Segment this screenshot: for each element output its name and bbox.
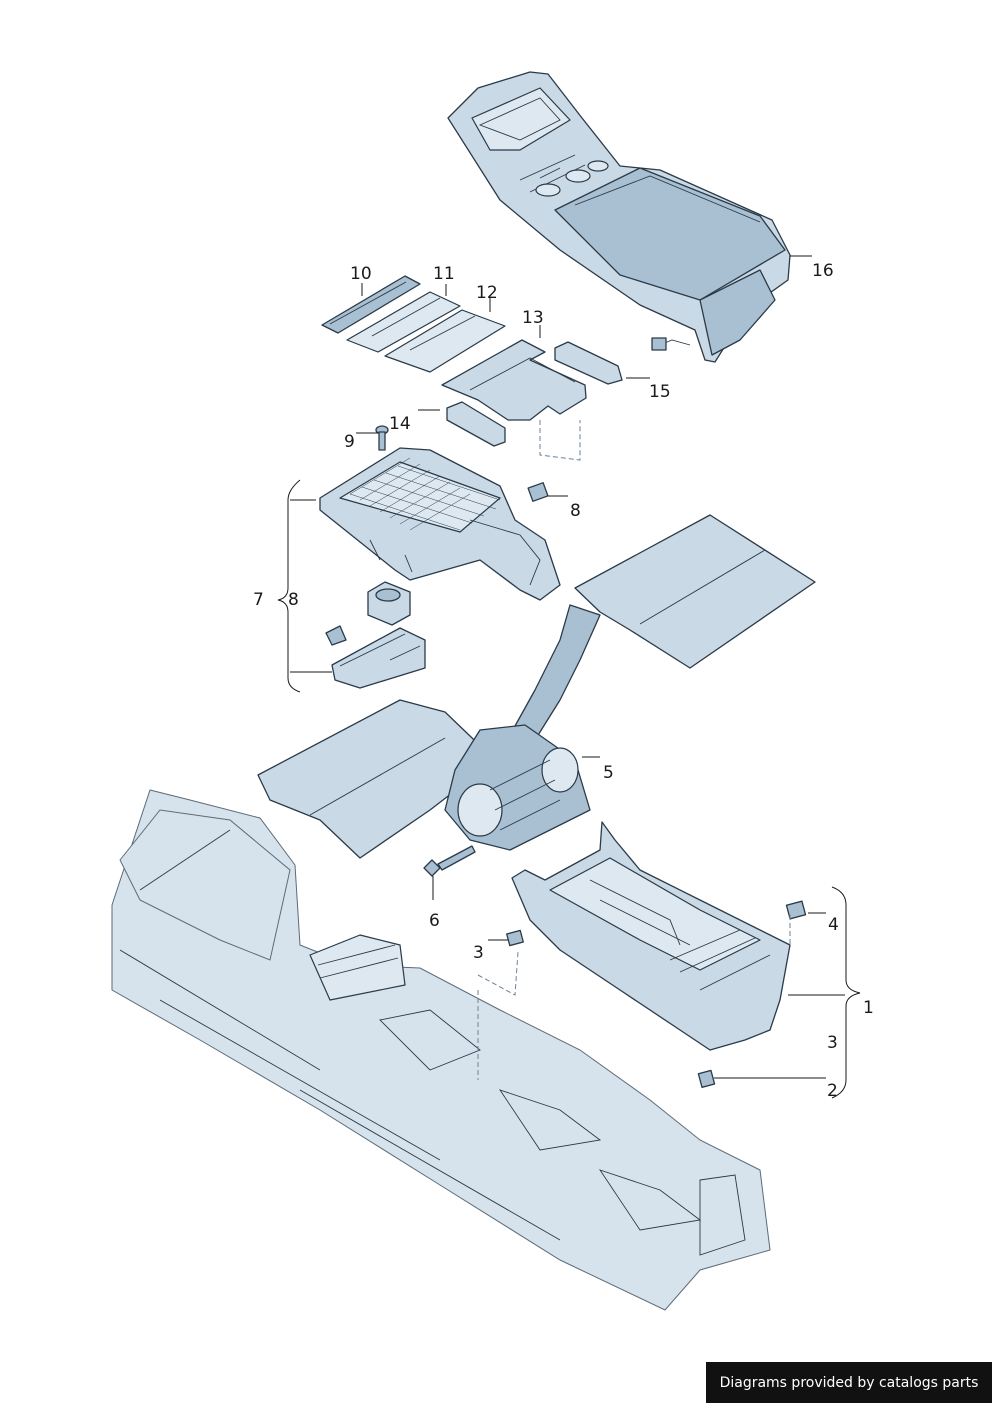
callout-2: 2 xyxy=(827,1081,838,1101)
callout-13: 13 xyxy=(522,308,544,328)
callout-5: 5 xyxy=(603,763,614,783)
part-9-screw[interactable] xyxy=(375,425,389,451)
part-5-armrest-assembly[interactable] xyxy=(257,514,816,859)
power-socket[interactable] xyxy=(367,581,411,626)
part-14-trim[interactable] xyxy=(446,401,506,447)
part-7-storage-frame[interactable] xyxy=(319,447,561,601)
callout-3-right: 3 xyxy=(827,1033,838,1053)
callout-9: 9 xyxy=(344,432,355,452)
part-15-trim[interactable] xyxy=(554,341,623,385)
part-13-cover[interactable] xyxy=(441,339,587,421)
part-2-clip[interactable] xyxy=(697,1069,716,1088)
callout-15: 15 xyxy=(649,382,671,402)
catalog-credit-badge: Diagrams provided by catalogs parts xyxy=(706,1362,992,1403)
part-16-rear-console-armrest[interactable] xyxy=(447,71,791,363)
callout-11: 11 xyxy=(433,264,455,284)
center-console-housing xyxy=(111,789,771,1311)
part-10-trim-strip[interactable] xyxy=(321,275,421,334)
part-1-storage-tray[interactable] xyxy=(511,821,791,1051)
callout-10: 10 xyxy=(350,264,372,284)
callout-16: 16 xyxy=(812,261,834,281)
callout-labels: 1 2 3 3 4 5 6 7 8 8 9 10 11 12 13 14 15 … xyxy=(253,261,874,1101)
part-12-mat[interactable] xyxy=(384,309,506,373)
part-6-bolt[interactable] xyxy=(423,845,476,877)
callout-4: 4 xyxy=(828,915,839,935)
part-8-clip-upper[interactable] xyxy=(527,482,549,502)
callout-6: 6 xyxy=(429,911,440,931)
callout-14: 14 xyxy=(389,414,411,434)
callout-1: 1 xyxy=(863,998,874,1018)
part-4-clip-right[interactable] xyxy=(785,900,807,920)
callout-12: 12 xyxy=(476,283,498,303)
control-module[interactable] xyxy=(325,625,426,689)
callout-3-left: 3 xyxy=(473,943,484,963)
part-11-mat[interactable] xyxy=(346,291,461,353)
callout-8-clip: 8 xyxy=(570,501,581,521)
credit-text: Diagrams provided by catalogs parts xyxy=(719,1374,979,1391)
callout-8-group: 8 xyxy=(288,590,299,610)
leader-lines xyxy=(277,255,861,1099)
callout-7: 7 xyxy=(253,590,264,610)
part-3-clip-left[interactable] xyxy=(506,929,524,947)
